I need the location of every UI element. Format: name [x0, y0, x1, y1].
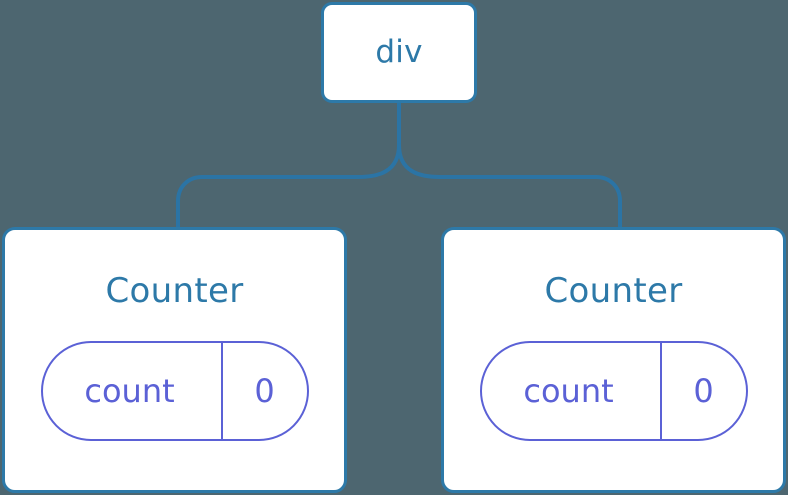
- state-pill-right-value: 0: [693, 372, 714, 410]
- node-div[interactable]: div: [321, 2, 477, 103]
- state-pill-left-divider: [220, 343, 223, 439]
- state-pill-right[interactable]: count 0: [479, 341, 748, 441]
- connector-branch-right: [397, 143, 622, 231]
- state-pill-left[interactable]: count 0: [40, 341, 309, 441]
- node-counter-right-label: Counter: [544, 271, 683, 311]
- node-counter-left-label: Counter: [105, 271, 244, 311]
- node-div-label: div: [375, 34, 423, 70]
- connector-branch-left: [176, 143, 401, 231]
- node-counter-right[interactable]: Counter count 0: [441, 227, 786, 493]
- state-pill-right-divider: [659, 343, 662, 439]
- state-pill-left-key: count: [84, 372, 175, 410]
- state-pill-left-value: 0: [254, 372, 275, 410]
- node-counter-left[interactable]: Counter count 0: [2, 227, 347, 493]
- state-pill-right-key: count: [523, 372, 614, 410]
